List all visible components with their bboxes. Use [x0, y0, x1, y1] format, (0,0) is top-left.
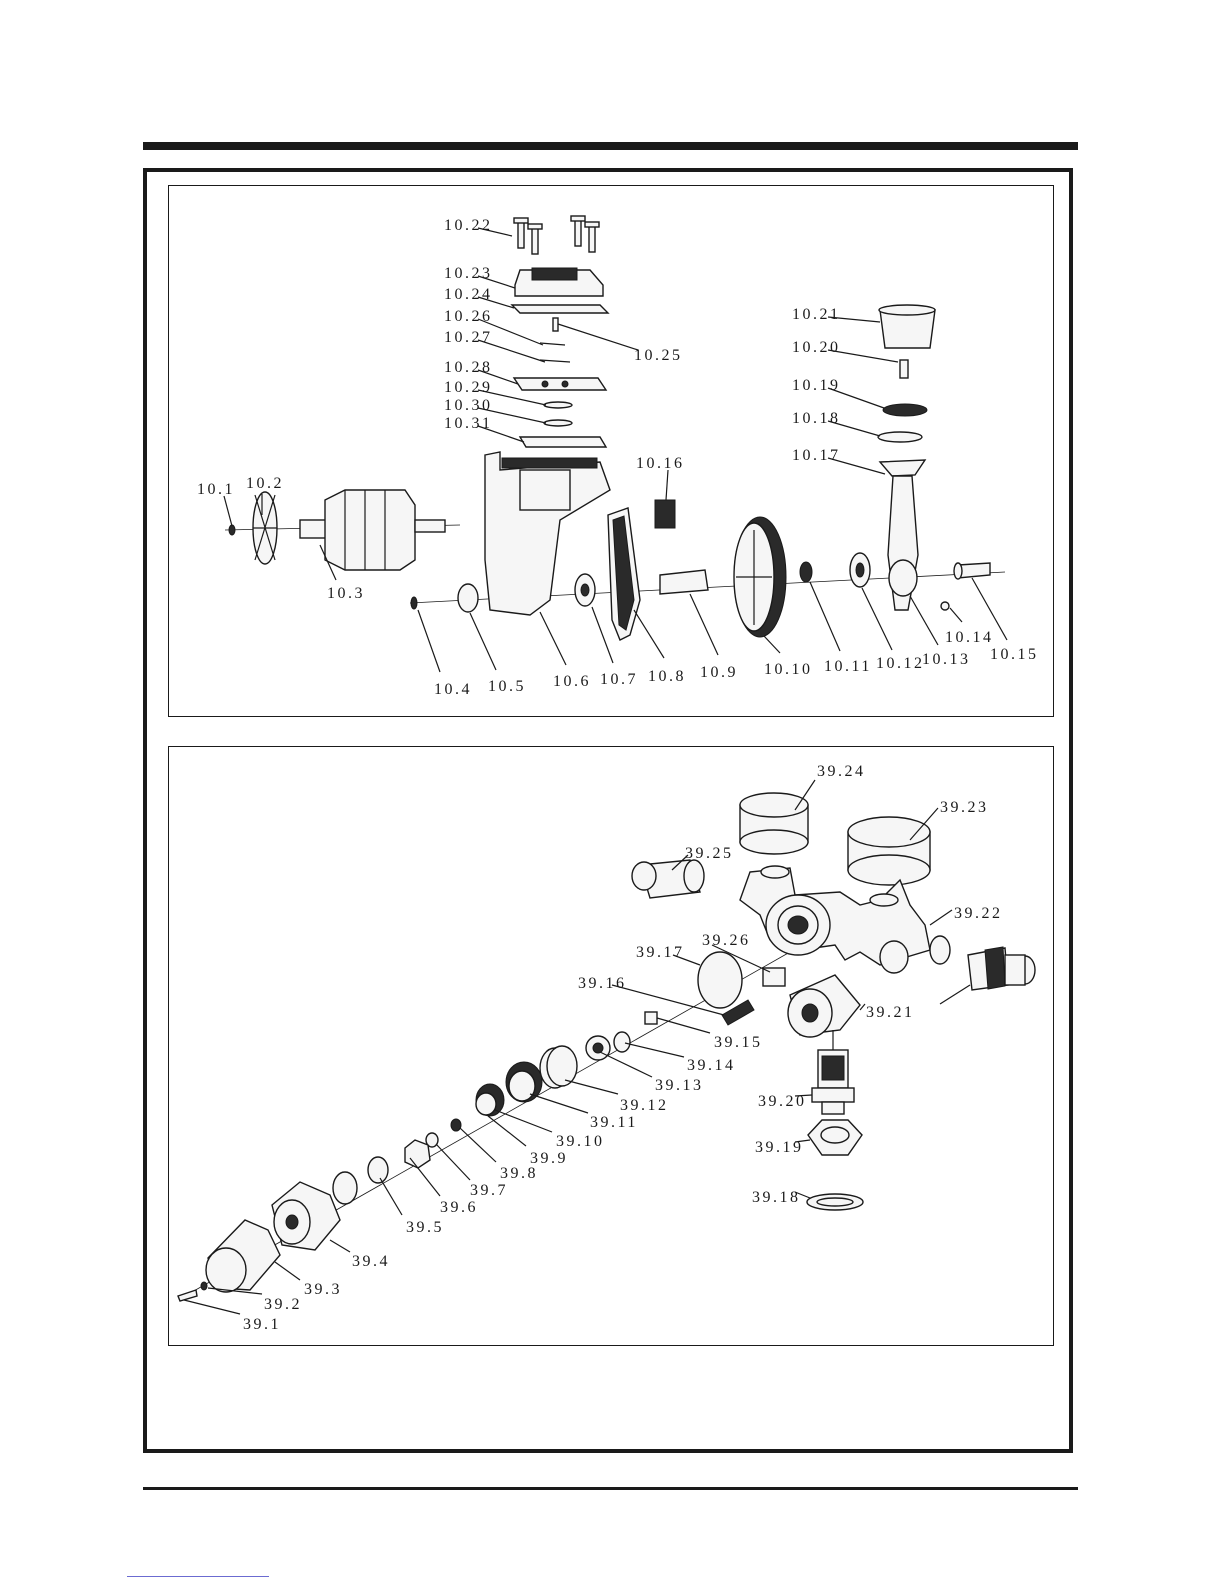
label-39-15: 39.15: [714, 1034, 763, 1051]
label-39-16: 39.16: [578, 975, 627, 992]
label-39-10: 39.10: [556, 1133, 605, 1150]
crankcase-icon: [484, 451, 611, 616]
top-rule: [143, 142, 1078, 150]
label-39-19: 39.19: [755, 1139, 804, 1156]
label-10-16: 10.16: [636, 455, 685, 472]
label-39-18: 39.18: [752, 1189, 801, 1206]
label-10-5: 10.5: [488, 678, 526, 695]
label-39-14: 39.14: [687, 1057, 736, 1074]
label-10-13: 10.13: [922, 651, 971, 668]
panel-pump-assembly: [168, 185, 1054, 717]
label-39-9: 39.9: [530, 1150, 568, 1167]
label-10-9: 10.9: [700, 664, 738, 681]
label-39-7: 39.7: [470, 1182, 508, 1199]
label-10-27: 10.27: [444, 329, 493, 346]
connecting-rod-icon: [878, 459, 927, 611]
label-10-2: 10.2: [246, 475, 284, 492]
label-39-25: 39.25: [685, 845, 734, 862]
label-39-1: 39.1: [243, 1316, 281, 1333]
regulator-part-labels: 39.1 39.2 39.3 39.4 39.5 39.6 39.7 39.8 …: [243, 763, 1003, 1333]
label-39-12: 39.12: [620, 1097, 669, 1114]
regulator-stack-icon: [177, 999, 755, 1302]
label-39-2: 39.2: [264, 1296, 302, 1313]
label-10-12: 10.12: [876, 655, 925, 672]
pressure-gauge-large-icon: [847, 816, 931, 886]
valve-plate-icon: [512, 377, 608, 391]
label-10-30: 10.30: [444, 397, 493, 414]
crankshaft-icon: [659, 569, 709, 595]
label-10-25: 10.25: [634, 347, 683, 364]
panel-regulator-assembly: [168, 746, 1054, 1346]
label-39-4: 39.4: [352, 1253, 390, 1270]
pressure-gauge-small-icon: [739, 792, 809, 855]
manifold-body-icon: [739, 865, 951, 974]
label-10-26: 10.26: [444, 308, 493, 325]
label-10-8: 10.8: [648, 668, 686, 685]
footer-link-underline: [127, 1576, 269, 1577]
hex-nut-icon: [807, 1119, 863, 1156]
label-39-6: 39.6: [440, 1199, 478, 1216]
cylinder-sleeve-icon: [878, 304, 936, 349]
label-39-11: 39.11: [590, 1114, 638, 1131]
bottom-rule: [143, 1487, 1078, 1490]
pump-assembly-drawing: [223, 215, 1008, 673]
label-10-1: 10.1: [197, 481, 235, 498]
gear-wheel-icon: [733, 516, 787, 638]
label-10-28: 10.28: [444, 359, 493, 376]
label-10-18: 10.18: [792, 410, 841, 427]
label-10-3: 10.3: [327, 585, 365, 602]
regulator-fitting-icon: [787, 974, 861, 1038]
label-10-20: 10.20: [792, 339, 841, 356]
label-10-6: 10.6: [553, 673, 591, 690]
label-10-23: 10.23: [444, 265, 493, 282]
label-10-24: 10.24: [444, 286, 493, 303]
label-39-20: 39.20: [758, 1093, 807, 1110]
label-39-23: 39.23: [940, 799, 989, 816]
label-39-13: 39.13: [655, 1077, 704, 1094]
label-39-17: 39.17: [636, 944, 685, 961]
label-39-5: 39.5: [406, 1219, 444, 1236]
label-39-22: 39.22: [954, 905, 1003, 922]
label-10-31: 10.31: [444, 415, 493, 432]
label-10-4: 10.4: [434, 681, 472, 698]
label-10-14: 10.14: [945, 629, 994, 646]
label-39-8: 39.8: [500, 1165, 538, 1182]
label-39-3: 39.3: [304, 1281, 342, 1298]
label-10-22: 10.22: [444, 217, 493, 234]
label-10-21: 10.21: [792, 306, 841, 323]
label-10-17: 10.17: [792, 447, 841, 464]
label-10-29: 10.29: [444, 379, 493, 396]
label-39-21: 39.21: [866, 1004, 915, 1021]
label-10-7: 10.7: [600, 671, 638, 688]
regulator-assembly-drawing: [177, 779, 1036, 1315]
safety-valve-icon: [631, 859, 705, 899]
quick-coupler-icon: [967, 946, 1036, 991]
pump-part-labels: 10.1 10.2 10.3 10.4 10.5 10.6 10.7 10.8 …: [197, 217, 1039, 698]
threaded-nipple-icon: [811, 1049, 855, 1115]
rotor-icon: [299, 489, 446, 571]
label-10-10: 10.10: [764, 661, 813, 678]
label-10-15: 10.15: [990, 646, 1039, 663]
bolt-set-icon: [513, 215, 600, 255]
label-10-11: 10.11: [824, 658, 872, 675]
page-frame: [143, 168, 1073, 1453]
label-39-26: 39.26: [702, 932, 751, 949]
label-10-19: 10.19: [792, 377, 841, 394]
fan-icon: [252, 491, 278, 565]
label-39-24: 39.24: [817, 763, 866, 780]
gasket-icon: [510, 304, 610, 314]
